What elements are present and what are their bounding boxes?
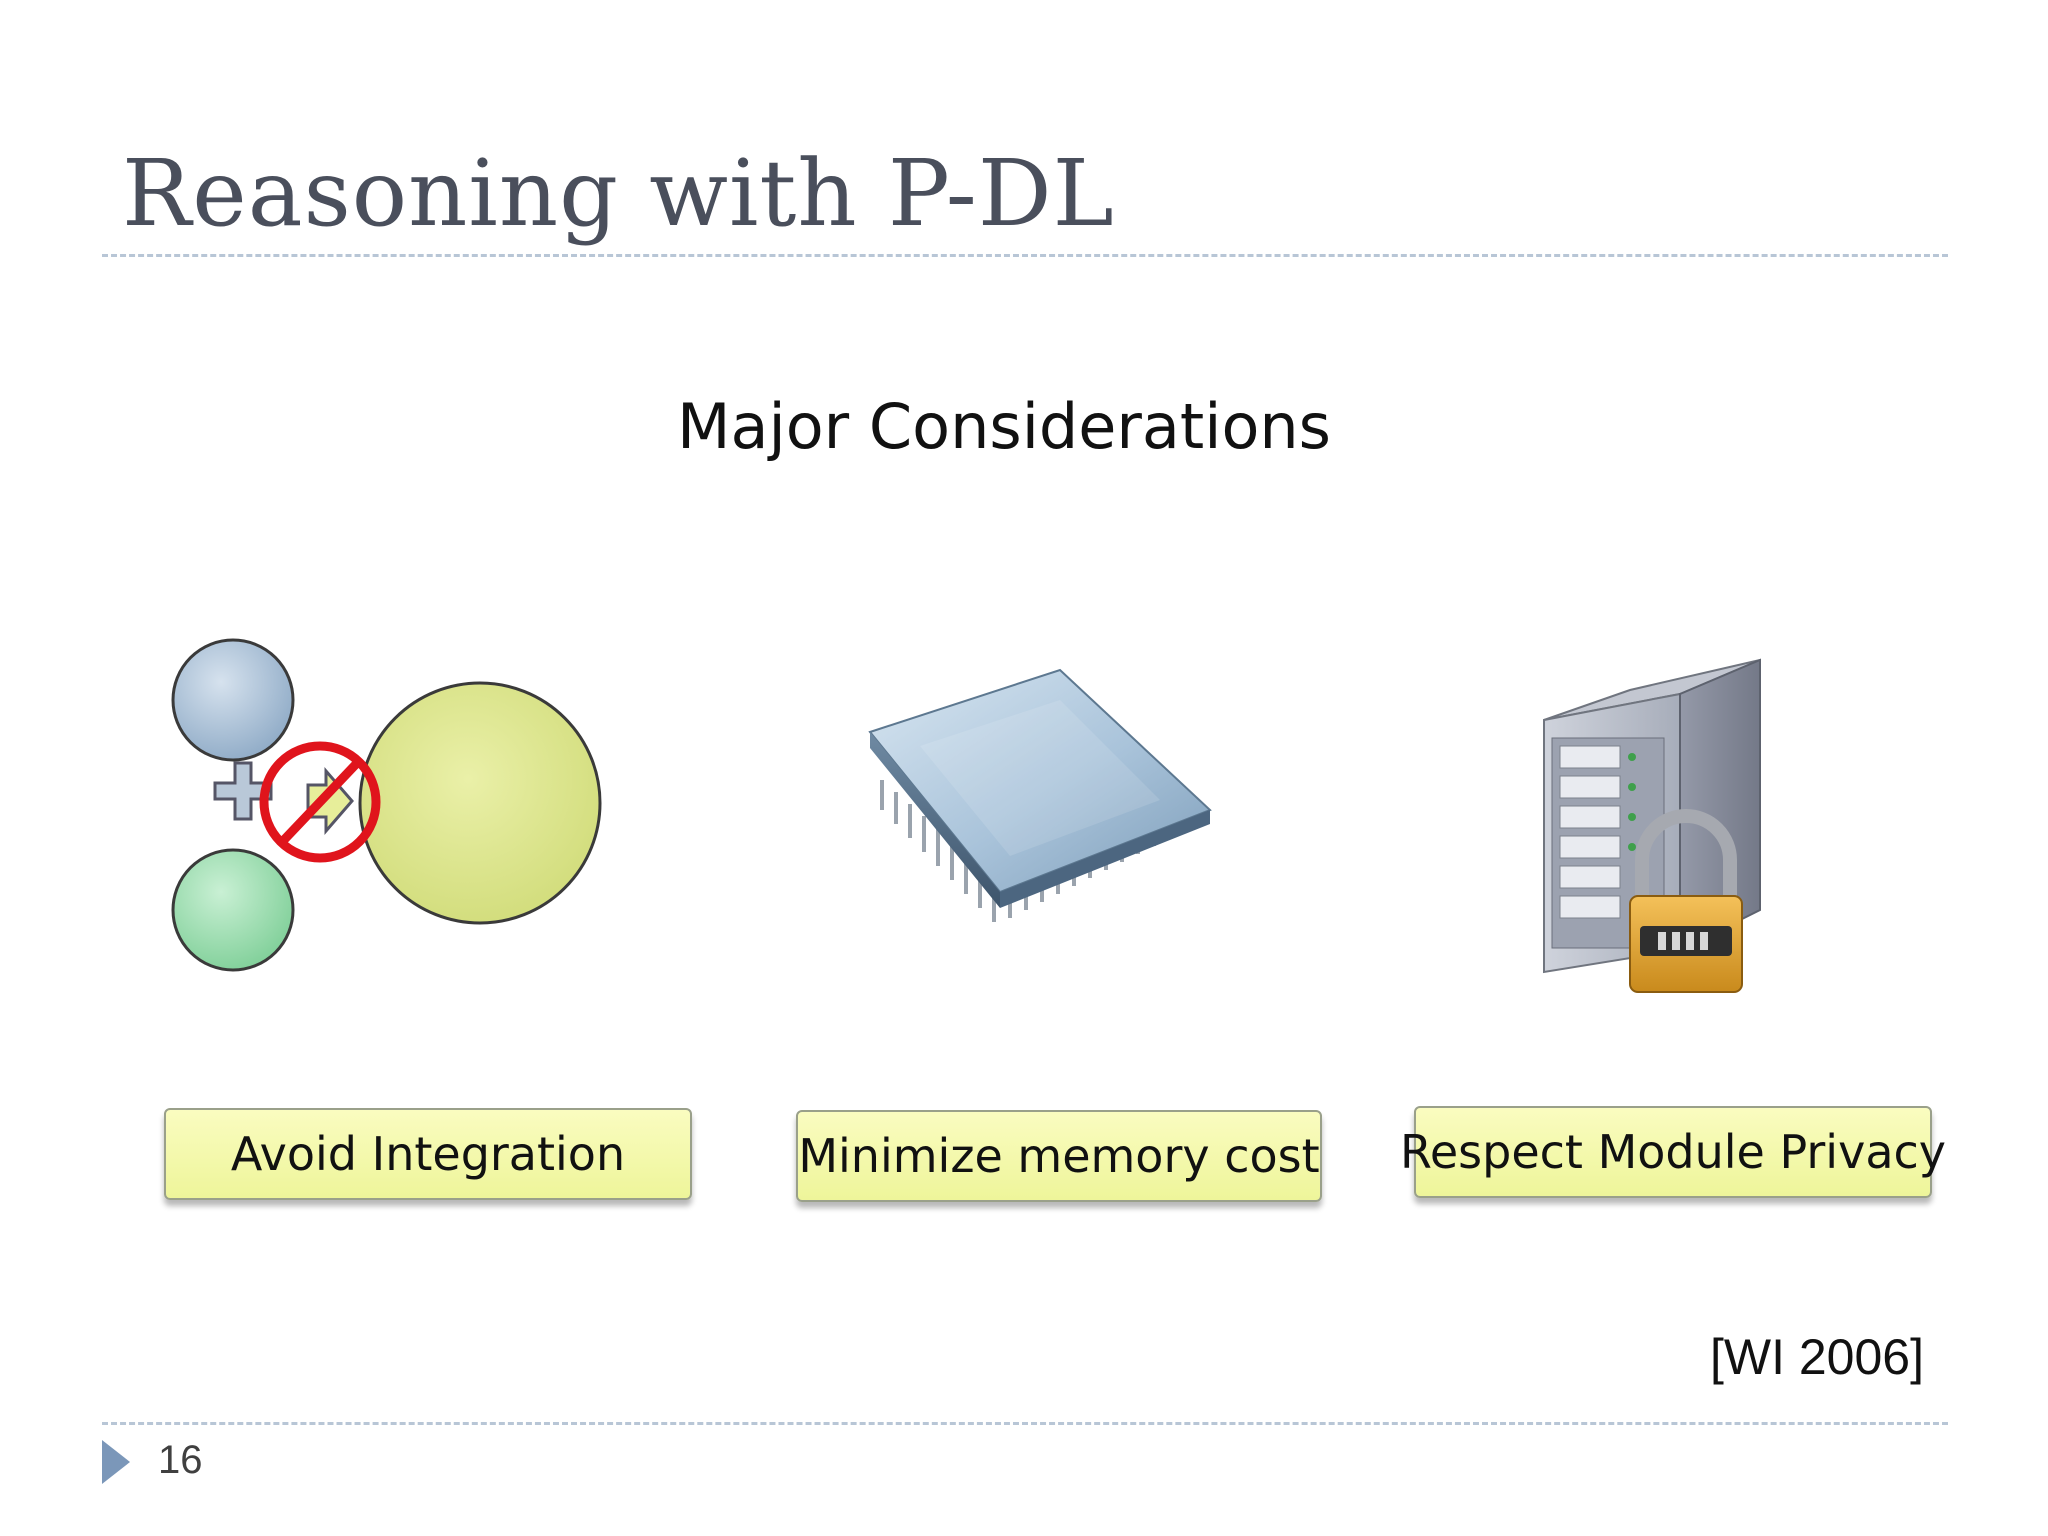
label-avoid-integration: Avoid Integration [164, 1108, 692, 1200]
title-divider [102, 254, 1948, 257]
no-merge-icon [160, 620, 610, 1000]
locked-server-icon [1530, 650, 1790, 1020]
footer-divider [102, 1422, 1948, 1425]
page-arrow-icon [102, 1440, 130, 1484]
citation: [WI 2006] [1710, 1329, 1924, 1385]
label-minimize-memory-cost: Minimize memory cost [796, 1110, 1322, 1202]
label-respect-module-privacy: Respect Module Privacy [1400, 1106, 1946, 1198]
cpu-chip-icon [860, 660, 1220, 960]
slide-subtitle: Major Considerations [677, 390, 1331, 463]
page-number: 16 [158, 1438, 203, 1482]
slide-title: Reasoning with P-DL [122, 140, 1115, 247]
